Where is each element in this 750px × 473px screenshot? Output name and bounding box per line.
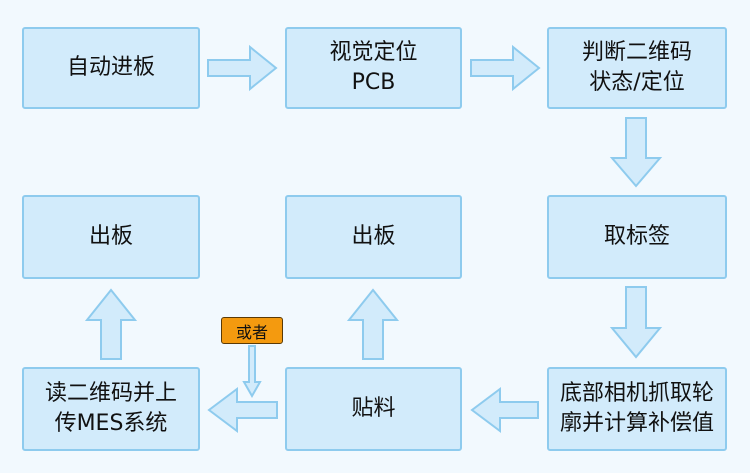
or-badge-label: 或者: [235, 322, 268, 342]
node-qr-judge: 判断二维码 状态/定位: [547, 27, 727, 109]
node-output-left: 出板: [22, 195, 200, 279]
node-bottom-camera-line-2: 廓并计算补偿值: [559, 411, 714, 436]
node-read-qr-upload-line-2: 传MES系统: [54, 411, 168, 436]
node-attach-line-1: 贴料: [351, 396, 396, 422]
node-attach: 贴料: [285, 367, 462, 451]
node-read-qr-upload-line-1: 读二维码并上: [44, 381, 177, 407]
node-read-qr-upload: 读二维码并上 传MES系统: [22, 367, 200, 451]
node-vision-locate-line-2: PCB: [351, 70, 396, 95]
node-qr-judge-line-2: 状态/定位: [589, 70, 685, 95]
node-auto-feed: 自动进板: [22, 27, 200, 109]
arrow-right-2-icon: [470, 44, 541, 92]
arrow-down-2-icon: [609, 286, 663, 359]
node-take-label-line-1: 取标签: [603, 224, 670, 250]
node-bottom-camera: 底部相机抓取轮 廓并计算补偿值: [547, 367, 727, 451]
arrow-right-1-icon: [207, 44, 278, 92]
arrow-down-1-icon: [609, 117, 663, 188]
arrow-left-2-icon: [207, 387, 278, 433]
or-badge: 或者: [221, 317, 283, 344]
arrow-left-1-icon: [470, 387, 539, 433]
node-qr-judge-line-1: 判断二维码: [581, 40, 692, 66]
arrow-or-down-icon: [242, 345, 262, 399]
arrow-up-2-icon: [84, 288, 138, 360]
node-output-middle-line-1: 出板: [351, 224, 396, 250]
arrow-up-1-icon: [346, 288, 400, 360]
node-vision-locate-line-1: 视觉定位: [329, 40, 418, 66]
node-vision-locate: 视觉定位 PCB: [285, 27, 462, 109]
node-output-middle: 出板: [285, 195, 462, 279]
node-auto-feed-line-1: 自动进板: [66, 55, 155, 81]
node-bottom-camera-line-1: 底部相机抓取轮: [559, 381, 714, 407]
node-take-label: 取标签: [547, 195, 727, 279]
node-output-left-line-1: 出板: [88, 224, 133, 250]
